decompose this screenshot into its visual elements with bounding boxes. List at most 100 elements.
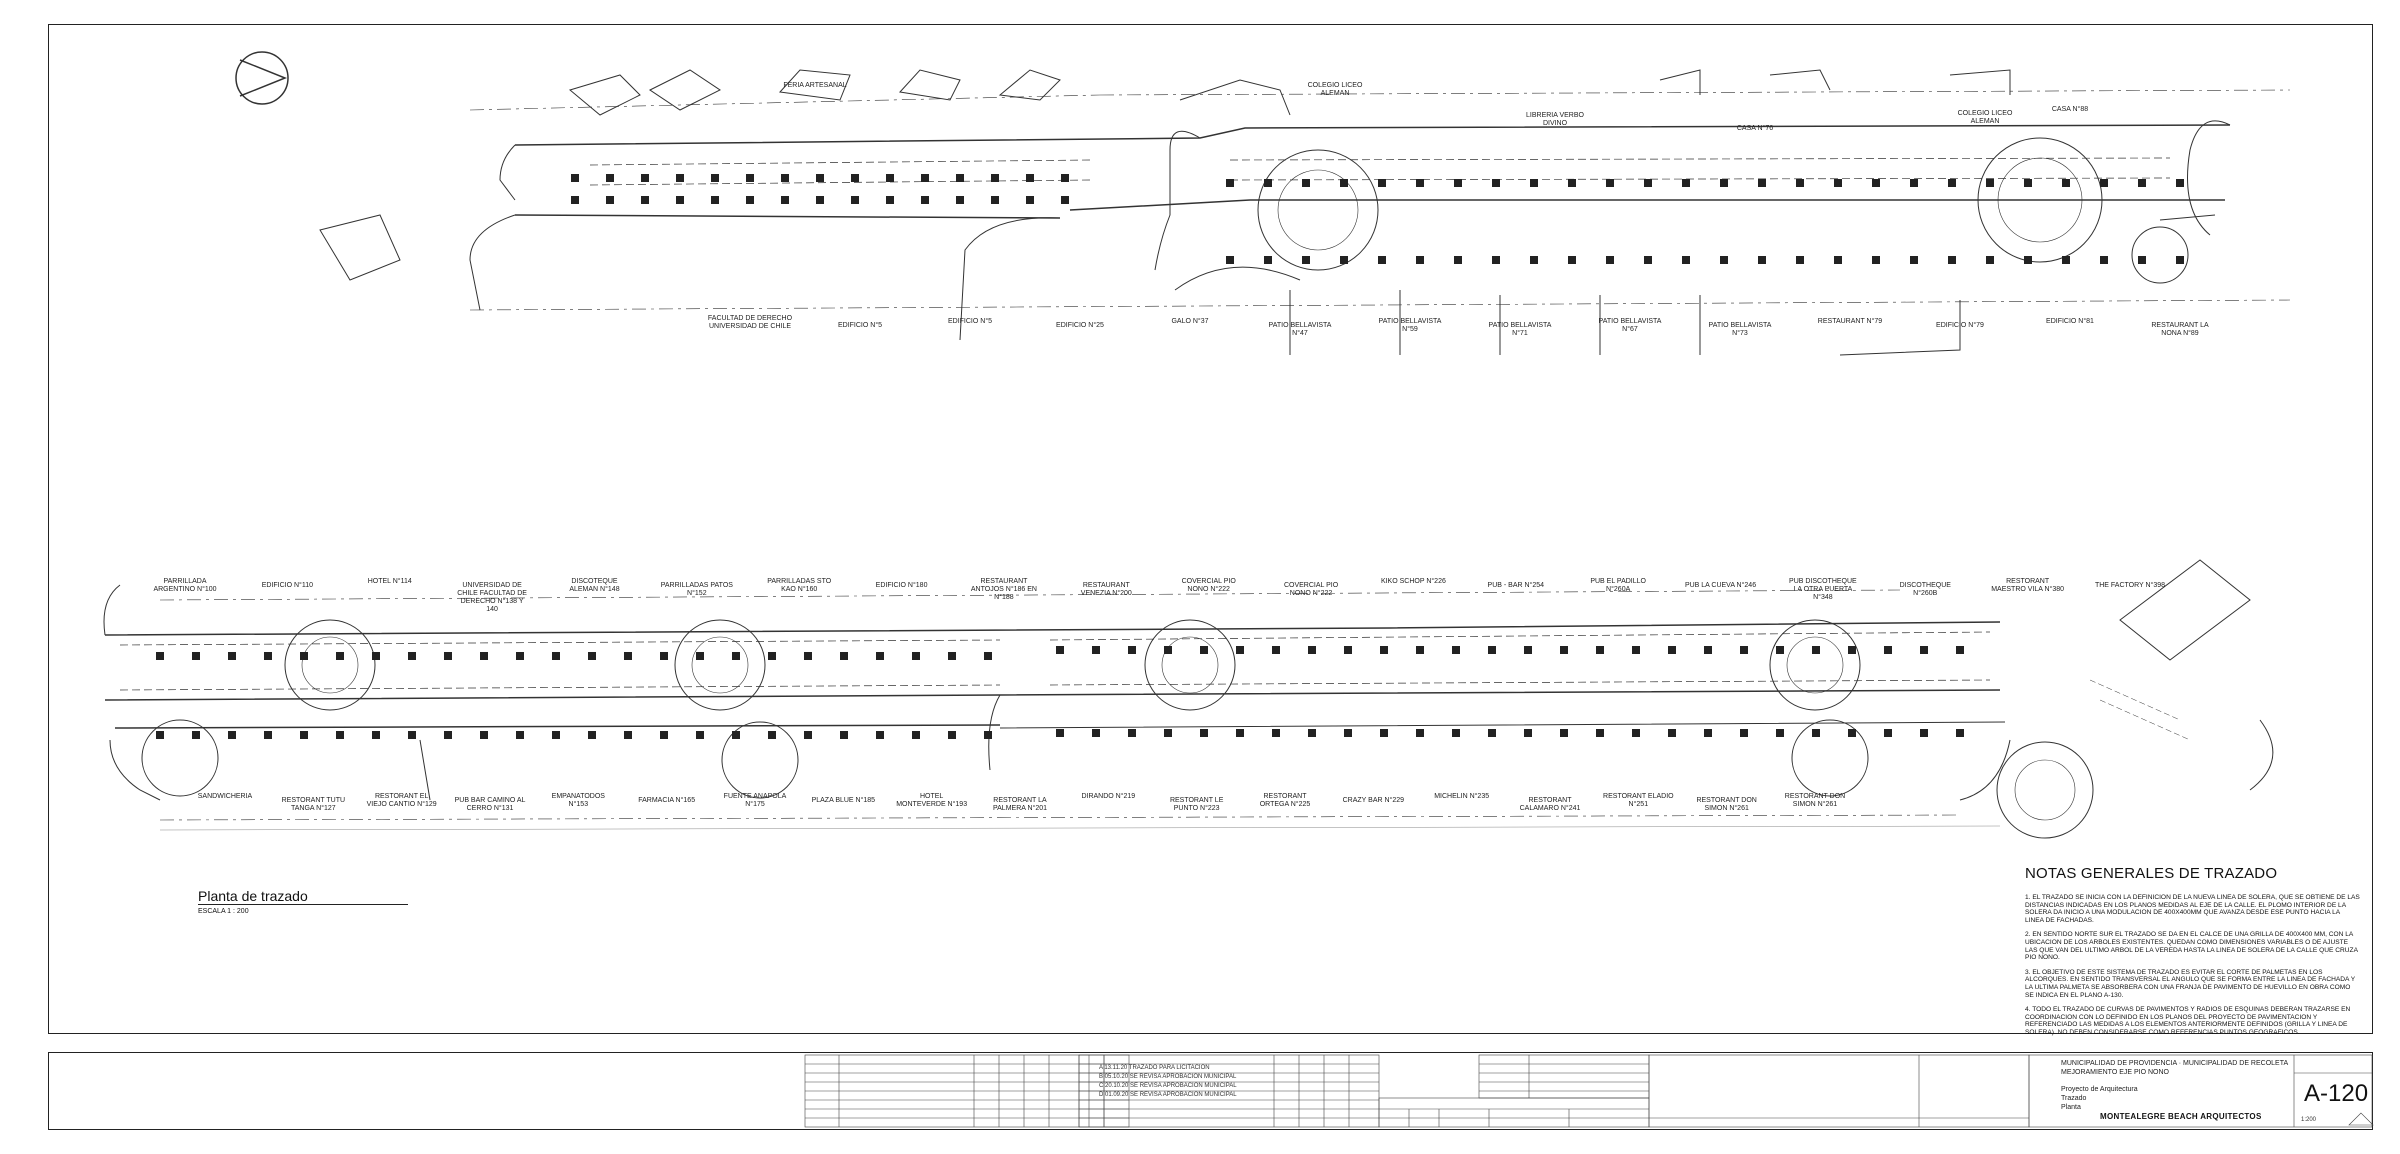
tree-pit-icon: [711, 196, 719, 204]
tree-pit-icon: [641, 196, 649, 204]
tree-pit-icon: [300, 731, 308, 739]
tree-pit-icon: [1061, 174, 1069, 182]
tree-pit-icon: [552, 652, 560, 660]
building-label: FUENTE ANAPOLA N°175: [723, 793, 787, 808]
tree-pit-icon: [1812, 729, 1820, 737]
tree-pit-icon: [676, 174, 684, 182]
scale-value: 1:200: [2301, 1117, 2317, 1123]
tree-pit-icon: [1530, 179, 1538, 187]
tree-pit-icon: [660, 731, 668, 739]
tree-pit-icon: [1956, 729, 1964, 737]
tree-pit-icon: [816, 196, 824, 204]
note-item: 1. EL TRAZADO SE INICIA CON LA DEFINICIO…: [2025, 894, 2360, 924]
building-label: PARRILLADA ARGENTINO N°100: [153, 578, 217, 593]
tree-pit-icon: [1948, 256, 1956, 264]
tree-pit-icon: [781, 174, 789, 182]
tree-pit-icon: [1568, 256, 1576, 264]
building-label: HOTEL MONTEVERDE N°193: [896, 793, 968, 808]
tree-pit-icon: [516, 652, 524, 660]
revision-row: C 20.10.20 SE REVISA APROBACION MUNICIPA…: [1099, 1083, 1237, 1089]
tree-pit-icon: [732, 731, 740, 739]
building-label: EDIFICIO N°5: [837, 322, 883, 329]
tree-pit-icon: [1236, 729, 1244, 737]
tree-pit-icon: [912, 731, 920, 739]
tree-pit-icon: [1380, 729, 1388, 737]
tree-pit-icon: [711, 174, 719, 182]
tree-pit-icon: [1416, 646, 1424, 654]
building-label: PATIO BELLAVISTA N°47: [1268, 322, 1332, 337]
tree-pit-icon: [1492, 256, 1500, 264]
tree-pit-icon: [1668, 646, 1676, 654]
tree-pit-icon: [1720, 179, 1728, 187]
tree-pit-icon: [1164, 729, 1172, 737]
tree-pit-icon: [264, 652, 272, 660]
tree-pit-icon: [1272, 729, 1280, 737]
tree-pit-icon: [1378, 256, 1386, 264]
tree-pit-icon: [1920, 646, 1928, 654]
tree-pit-icon: [984, 652, 992, 660]
tree-pit-icon: [851, 174, 859, 182]
plan-scale: ESCALA 1 : 200: [198, 908, 249, 915]
tree-pit-icon: [1606, 256, 1614, 264]
building-label: FARMACIA N°165: [638, 797, 696, 804]
tree-pit-icon: [1948, 179, 1956, 187]
general-notes: NOTAS GENERALES DE TRAZADO 1. EL TRAZADO…: [2025, 865, 2360, 1044]
tree-pit-icon: [1910, 179, 1918, 187]
tree-pit-icon: [1226, 179, 1234, 187]
tree-pit-icon: [1720, 256, 1728, 264]
tree-pit-icon: [2024, 256, 2032, 264]
firm-name: MONTEALEGRE BEACH ARQUITECTOS: [2100, 1112, 2262, 1121]
tree-pit-icon: [660, 652, 668, 660]
tree-pit-icon: [1758, 179, 1766, 187]
tree-pit-icon: [588, 652, 596, 660]
project-line: MEJORAMIENTO EJE PIO NONO: [2061, 1069, 2169, 1076]
tree-pit-icon: [1454, 256, 1462, 264]
title-block-grid: [804, 1054, 2374, 1128]
tree-pit-icon: [1416, 179, 1424, 187]
tree-pit-icon: [1488, 646, 1496, 654]
building-label: RESTORANT ELADIO N°251: [1603, 793, 1674, 808]
tree-pit-icon: [1682, 256, 1690, 264]
tree-pit-icon: [1264, 256, 1272, 264]
building-label: CASA N°88: [2051, 106, 2089, 113]
tree-pit-icon: [1812, 646, 1820, 654]
building-label: COVERCIAL PIO NONO N°222: [1283, 582, 1339, 597]
tree-pit-icon: [480, 731, 488, 739]
building-label: EDIFICIO N°25: [1056, 322, 1104, 329]
tree-pit-icon: [336, 652, 344, 660]
tree-pit-icon: [372, 731, 380, 739]
tree-pit-icon: [1530, 256, 1538, 264]
tree-pit-icon: [1200, 729, 1208, 737]
building-label: RESTORANT ORTEGA N°225: [1259, 793, 1311, 808]
tree-pit-icon: [480, 652, 488, 660]
tree-pit-icon: [768, 731, 776, 739]
tree-pit-icon: [1986, 179, 1994, 187]
tree-pit-icon: [1632, 646, 1640, 654]
tree-pit-icon: [2062, 179, 2070, 187]
tree-pit-icon: [408, 652, 416, 660]
tree-pit-icon: [781, 196, 789, 204]
tree-pit-icon: [840, 731, 848, 739]
tree-pit-icon: [1380, 646, 1388, 654]
tree-pit-icon: [1092, 729, 1100, 737]
building-label: DISCOTHEQUE N°260B: [1899, 582, 1951, 597]
tree-pit-icon: [588, 731, 596, 739]
tree-pit-icon: [886, 196, 894, 204]
tree-pit-icon: [1452, 729, 1460, 737]
building-label: PATIO BELLAVISTA N°71: [1488, 322, 1552, 337]
tree-pit-icon: [1056, 646, 1064, 654]
building-label: PUB BAR CAMINO AL CERRO N°131: [454, 797, 526, 812]
building-label: DIRANDO N°219: [1081, 793, 1136, 800]
building-label: RESTAURANT N°79: [1817, 318, 1883, 325]
building-label: PATIO BELLAVISTA N°67: [1598, 318, 1662, 333]
building-label: RESTAURANT VENEZIA N°200: [1080, 582, 1132, 597]
tree-pit-icon: [408, 731, 416, 739]
building-label: RESTORANT DON SIMON N°261: [1696, 797, 1757, 812]
building-label: RESTORANT MAESTRO VILA N°380: [1991, 578, 2065, 593]
tree-pit-icon: [1568, 179, 1576, 187]
tree-pit-icon: [1128, 646, 1136, 654]
tree-pit-icon: [1416, 256, 1424, 264]
tree-pit-icon: [1704, 646, 1712, 654]
tree-pit-icon: [991, 174, 999, 182]
tree-pit-icon: [1986, 256, 1994, 264]
